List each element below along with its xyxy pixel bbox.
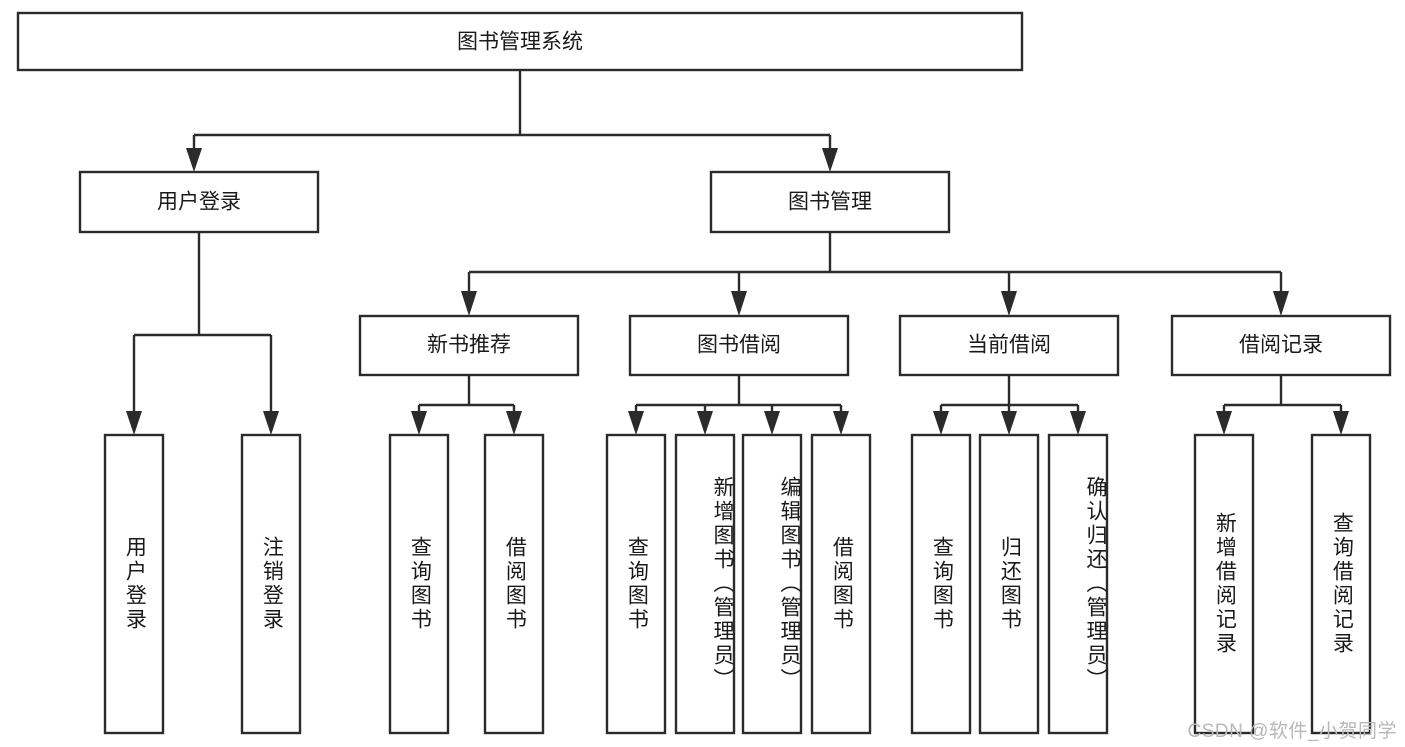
leaf-box-query-book-borrow[interactable] <box>605 433 667 735</box>
node-current-borrow-label: 当前借阅 <box>967 334 1051 357</box>
node-new-book-recommend-box[interactable] <box>358 314 580 377</box>
arrowhead-leaf-return-book <box>1001 411 1017 435</box>
csdn-watermark: CSDN @软件_小贺同学 <box>1187 721 1397 742</box>
arrowhead-leaf-user-login <box>126 411 142 435</box>
node-root-label: 图书管理系统 <box>457 31 583 54</box>
arrowhead-leaf-edit-book <box>764 411 780 435</box>
arrowhead-leaf-query-record <box>1333 411 1349 435</box>
edges-layer <box>126 70 1349 435</box>
leaf-box-add-borrow-record[interactable] <box>1193 433 1255 735</box>
arrowhead-leaf-logout <box>263 411 279 435</box>
arrowhead-new-book <box>461 291 477 316</box>
leaf-box-query-borrow-record[interactable] <box>1310 433 1372 735</box>
leaf-box-confirm-return[interactable] <box>1047 433 1109 735</box>
leaf-box-borrow-book-recommend[interactable] <box>483 433 545 735</box>
node-book-manage-box[interactable] <box>709 170 951 234</box>
node-user-login-label: 用户登录 <box>157 191 241 214</box>
arrowhead-user-login <box>186 148 202 172</box>
leaf-box-user-login[interactable] <box>103 433 165 735</box>
arrowhead-leaf-add-book <box>697 411 713 435</box>
arrowhead-leaf-add-record <box>1216 411 1232 435</box>
node-book-borrow-box[interactable] <box>628 314 850 377</box>
arrowhead-leaf-borrow-book-2 <box>833 411 849 435</box>
nodes-layer: 图书管理系统 用户登录 图书管理 新书推荐 图书借阅 当前借阅 借阅记录 <box>16 11 1392 735</box>
node-borrow-record-box[interactable] <box>1170 314 1392 377</box>
arrowhead-borrow-record <box>1273 291 1289 316</box>
arrowhead-leaf-confirm-return <box>1070 411 1086 435</box>
arrowhead-leaf-query-book-1 <box>411 411 427 435</box>
node-borrow-record-label: 借阅记录 <box>1239 334 1323 357</box>
node-book-manage-label: 图书管理 <box>788 191 872 214</box>
node-root-box[interactable] <box>16 11 1024 72</box>
arrowhead-book-borrow <box>731 291 747 316</box>
leaf-box-query-book-current[interactable] <box>910 433 972 735</box>
arrowhead-leaf-borrow-book-1 <box>506 411 522 435</box>
node-new-book-recommend-label: 新书推荐 <box>427 334 511 357</box>
node-user-login-box[interactable] <box>78 170 320 234</box>
arrowhead-leaf-query-book-2 <box>628 411 644 435</box>
leaf-box-add-book[interactable] <box>674 433 736 735</box>
leaf-box-logout[interactable] <box>240 433 302 735</box>
node-current-borrow-box[interactable] <box>898 314 1120 377</box>
arrowhead-leaf-query-book-3 <box>933 411 949 435</box>
leaf-box-borrow-book[interactable] <box>810 433 872 735</box>
leaf-box-query-book-recommend[interactable] <box>388 433 450 735</box>
leaf-box-return-book[interactable] <box>978 433 1040 735</box>
leaf-box-edit-book[interactable] <box>741 433 803 735</box>
node-book-borrow-label: 图书借阅 <box>697 334 781 357</box>
arrowhead-current-borrow <box>1001 291 1017 316</box>
arrowhead-book-manage <box>822 148 838 172</box>
